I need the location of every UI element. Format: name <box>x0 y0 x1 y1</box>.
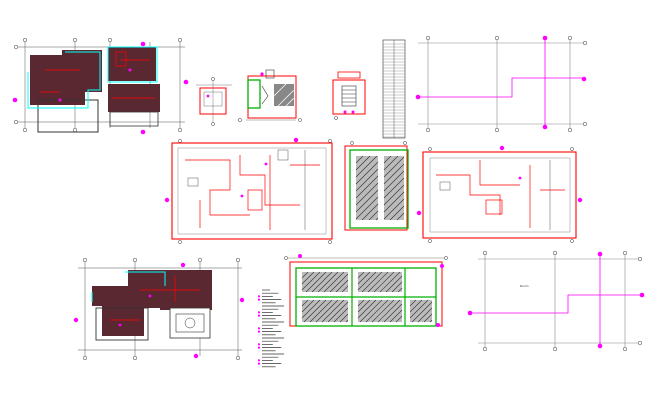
room-label: Room <box>520 284 529 288</box>
elevation-hatched-bottom <box>284 254 448 327</box>
detail-drawing-a <box>196 77 232 126</box>
floor-plan-colored-top <box>12 37 189 135</box>
schedule-table-strip <box>382 39 406 139</box>
detail-drawing-b <box>238 69 302 122</box>
floor-plan-detailed-middle-right <box>416 145 583 243</box>
section-hatched-middle <box>344 141 409 231</box>
legend-column <box>257 289 284 368</box>
floor-plan-detailed-middle-left <box>164 137 333 244</box>
structural-grid-bottom-right: Room <box>467 250 645 352</box>
detail-drawing-c <box>332 71 366 120</box>
floor-plan-colored-bottom <box>73 257 245 361</box>
structural-grid-top-right <box>415 35 588 133</box>
